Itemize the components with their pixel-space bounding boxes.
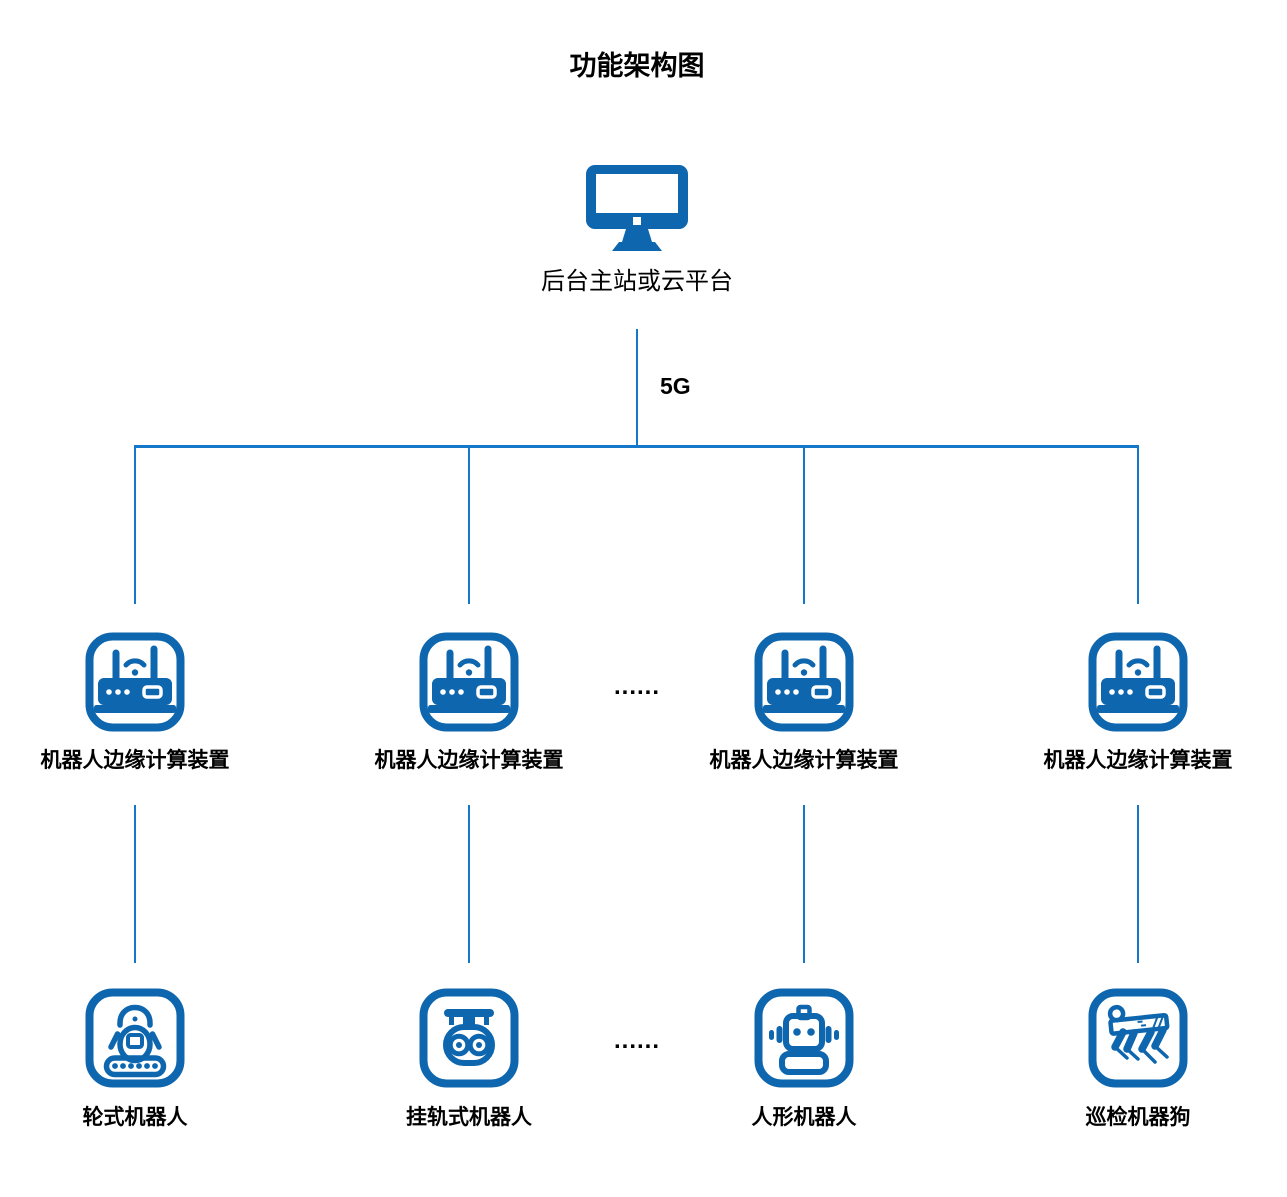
robot-row-ellipsis: ...... [613, 1027, 660, 1054]
robot-label-2: 挂轨式机器人 [406, 1106, 532, 1129]
device-robot-line-1 [134, 805, 136, 963]
device-robot-line-2 [468, 805, 470, 963]
edge-device-label-2: 机器人边缘计算装置 [374, 749, 564, 772]
branch-drop-line-4 [1137, 448, 1139, 604]
router-icon [419, 632, 519, 732]
root-connector-line [636, 329, 638, 447]
root-node-label: 后台主站或云平台 [541, 268, 733, 295]
edge-row-ellipsis: ...... [613, 673, 660, 700]
robot-node-1 [85, 988, 185, 1088]
link-5g-label: 5G [660, 373, 691, 399]
edge-device-node-1 [85, 632, 185, 732]
edge-device-label-4: 机器人边缘计算装置 [1043, 749, 1233, 772]
robot-label-1: 轮式机器人 [82, 1106, 188, 1129]
edge-device-label-3: 机器人边缘计算装置 [709, 749, 899, 772]
rail-robot-icon [419, 988, 519, 1088]
wheeled-robot-icon [85, 988, 185, 1088]
branch-drop-line-1 [134, 448, 136, 604]
diagram-title: 功能架构图 [569, 51, 705, 81]
router-icon [754, 632, 854, 732]
root-node [584, 163, 690, 259]
robot-node-4 [1088, 988, 1188, 1088]
device-robot-line-3 [803, 805, 805, 963]
device-robot-line-4 [1137, 805, 1139, 963]
router-icon [1088, 632, 1188, 732]
humanoid-robot-icon [754, 988, 854, 1088]
router-icon [85, 632, 185, 732]
robot-label-4: 巡检机器狗 [1085, 1106, 1191, 1129]
branch-drop-line-3 [803, 448, 805, 604]
edge-device-label-1: 机器人边缘计算装置 [40, 749, 230, 772]
branch-drop-line-2 [468, 448, 470, 604]
branch-horizontal-line [134, 445, 1139, 448]
edge-device-node-2 [419, 632, 519, 732]
edge-device-node-4 [1088, 632, 1188, 732]
monitor-icon [586, 165, 688, 251]
robot-label-3: 人形机器人 [751, 1106, 857, 1129]
edge-device-node-3 [754, 632, 854, 732]
robot-node-2 [419, 988, 519, 1088]
robot-node-3 [754, 988, 854, 1088]
robot-dog-icon [1088, 988, 1188, 1088]
